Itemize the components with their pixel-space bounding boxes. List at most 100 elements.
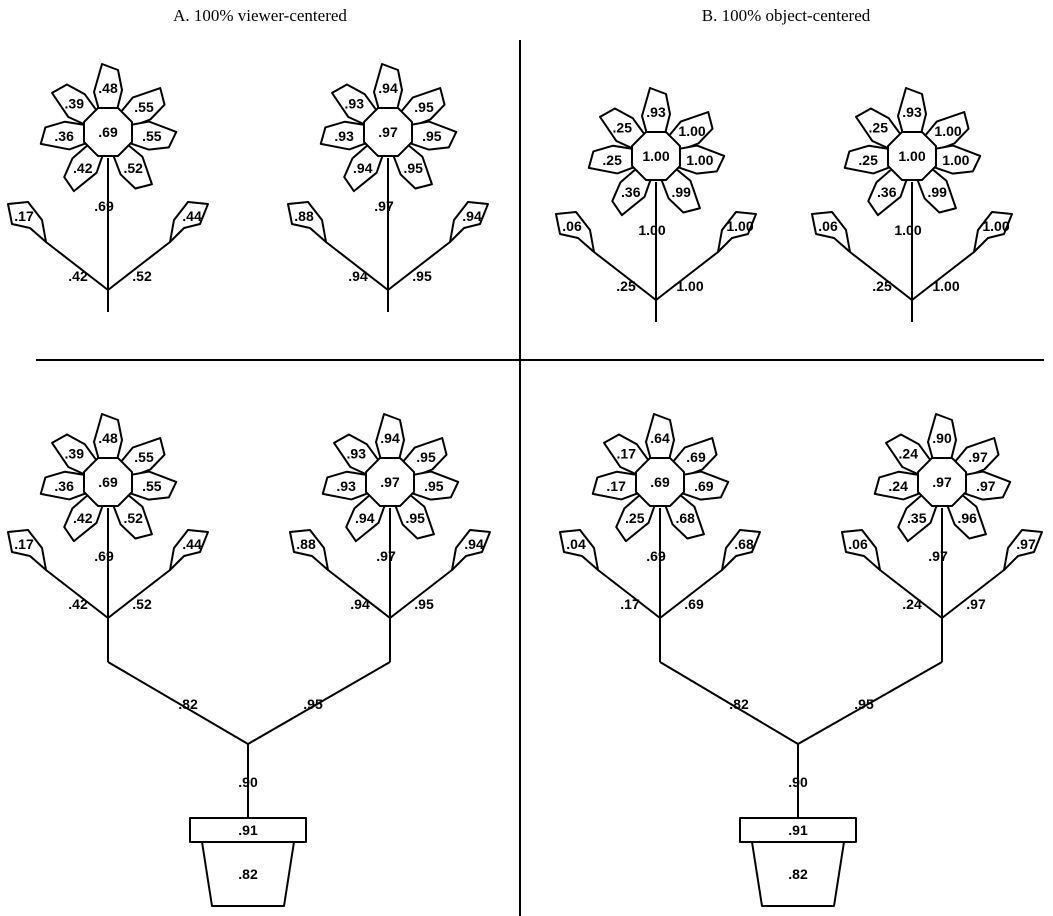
branch-right-value: .69 <box>684 596 704 612</box>
panel-top-b: .93 1.00 1.00 .99 .36 .25 .25 1.00 1.00 .06 1.00 .2… <box>556 88 1012 322</box>
petal-value: .95 <box>416 449 436 465</box>
flower-center-value: .97 <box>932 474 952 490</box>
branch-left-value: .94 <box>348 268 368 284</box>
branch-right-value: 1.00 <box>676 278 703 294</box>
flower-center-value: .69 <box>98 124 118 140</box>
leaf-left-value: .04 <box>566 536 586 552</box>
branch-left-value: .94 <box>350 596 370 612</box>
branch-right-value: .52 <box>132 268 152 284</box>
leaf-left-value: .06 <box>848 536 868 552</box>
flower-center-value: .69 <box>650 474 670 490</box>
petal-value: .94 <box>353 160 373 176</box>
petal-value: .55 <box>134 99 154 115</box>
petal-value: .90 <box>932 430 952 446</box>
petal-value: .25 <box>869 120 889 136</box>
petal-value: .95 <box>404 160 424 176</box>
leaf-right-value: .68 <box>734 536 754 552</box>
flower-center-value: 1.00 <box>642 148 669 164</box>
branch-left-value: .42 <box>68 596 88 612</box>
petal-value: .25 <box>858 152 878 168</box>
flower-center-value: .69 <box>98 474 118 490</box>
petal-value: .24 <box>899 446 919 462</box>
petal-value: .48 <box>98 430 118 446</box>
stem-value: .69 <box>94 198 114 214</box>
leaf-right-value: .94 <box>462 208 482 224</box>
petal-value: .94 <box>355 510 375 526</box>
leaf-right-value: .94 <box>464 536 484 552</box>
petal-value: .24 <box>888 478 908 494</box>
trunk-left-value: .82 <box>729 696 749 712</box>
petal-value: 1.00 <box>934 123 961 139</box>
stem-value: .97 <box>928 548 948 564</box>
petal-value: 1.00 <box>942 152 969 168</box>
petal-value: .94 <box>378 80 398 96</box>
petal-value: .97 <box>968 449 988 465</box>
petal-value: .97 <box>976 478 996 494</box>
panel-top-a: .48.55.55.52.42.36.39.69.69.17.44.42.52.… <box>8 64 488 312</box>
flower: .64.69.69.68.25.17.17.69.69.04.68.17.69 <box>560 414 760 640</box>
petal-value: 1.00 <box>686 152 713 168</box>
trunk-left-value: .82 <box>178 696 198 712</box>
flower: .90.97.97.96.35.24.24.97.97.06.97.24.97 <box>842 414 1042 640</box>
petal-value: .39 <box>65 446 85 462</box>
leaf-left-value: .88 <box>294 208 314 224</box>
pot-rim-value: .91 <box>788 822 808 838</box>
petal-value: .36 <box>621 184 641 200</box>
petal-value: .52 <box>124 160 144 176</box>
petal-value: .68 <box>676 510 696 526</box>
trunk-stem-value: .90 <box>788 774 808 790</box>
branch-left-value: .24 <box>902 596 922 612</box>
stem-value: .97 <box>374 198 394 214</box>
petal-value: .36 <box>54 478 74 494</box>
petal-value: .25 <box>602 152 622 168</box>
branch-right-value: .95 <box>414 596 434 612</box>
stem-value: .69 <box>94 548 114 564</box>
petal-value: .25 <box>613 120 633 136</box>
branch-right-value: .52 <box>132 596 152 612</box>
trunk-right-value: .95 <box>854 696 874 712</box>
petal-value: 1.00 <box>678 123 705 139</box>
stem-value: .69 <box>646 548 666 564</box>
trunk-right-value: .95 <box>303 696 323 712</box>
flower: .48.55.55.52.42.36.39.69.69.17.44.42.52 <box>8 414 208 640</box>
petal-value: .52 <box>124 510 144 526</box>
petal-value: .93 <box>345 96 365 112</box>
flower-center-value: .97 <box>378 124 398 140</box>
petal-value: .17 <box>606 478 626 494</box>
leaf-right-value: 1.00 <box>982 218 1009 234</box>
flower: .94.95.95.95.94.93.93.97.97.88.94.94.95 <box>290 414 490 640</box>
panel-bottom-b: .64.69.69.68.25.17.17.69.69.04.68.17.69.… <box>560 414 1042 906</box>
flower: .93 1.00 1.00 .99 .36 .25 .25 1.00 1.00 .06 1.00 .2… <box>556 88 756 322</box>
branch-right-value: .95 <box>412 268 432 284</box>
leaf-right-value: .44 <box>182 208 202 224</box>
petal-value: .64 <box>650 430 670 446</box>
trunk-stem-value: .90 <box>238 774 258 790</box>
stem-value: 1.00 <box>638 222 665 238</box>
petal-value: .17 <box>617 446 637 462</box>
branch-left-value: .25 <box>616 278 636 294</box>
petal-value: .95 <box>422 128 442 144</box>
petal-value: .99 <box>672 184 692 200</box>
leaf-left-value: .06 <box>562 218 582 234</box>
branch-right-value: 1.00 <box>932 278 959 294</box>
petal-value: .36 <box>877 184 897 200</box>
flower: .48.55.55.52.42.36.39.69.69.17.44.42.52 <box>8 64 208 312</box>
pot-rim-value: .91 <box>238 822 258 838</box>
petal-value: .95 <box>424 478 444 494</box>
leaf-right-value: .97 <box>1016 536 1036 552</box>
petal-value: .36 <box>54 128 74 144</box>
petal-value: .55 <box>134 449 154 465</box>
trunk: .82.95.90.91.82 <box>108 640 390 906</box>
petal-value: .48 <box>98 80 118 96</box>
petal-value: .93 <box>646 104 666 120</box>
petal-value: .55 <box>142 128 162 144</box>
panel-bottom-a: .48.55.55.52.42.36.39.69.69.17.44.42.52.… <box>8 414 490 906</box>
petal-value: .42 <box>73 160 93 176</box>
petal-value: .42 <box>73 510 93 526</box>
leaf-left-value: .06 <box>818 218 838 234</box>
petal-value: .93 <box>336 478 356 494</box>
flower-center-value: 1.00 <box>898 148 925 164</box>
flower-center-value: .97 <box>380 474 400 490</box>
leaf-left-value: .88 <box>296 536 316 552</box>
